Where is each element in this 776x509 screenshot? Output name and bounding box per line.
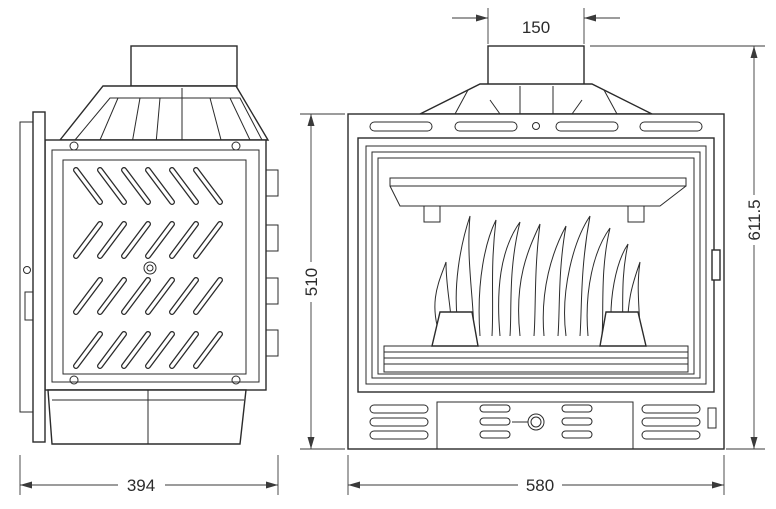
flame-stroke — [478, 219, 497, 337]
front-glass — [377, 157, 695, 375]
side-flue-collar — [130, 45, 238, 87]
side-base — [47, 389, 247, 445]
front-view — [347, 45, 725, 450]
vent-slot-inner — [146, 332, 174, 368]
air-control-knob — [527, 413, 545, 431]
flame-stroke — [542, 225, 567, 337]
vent-slot-inner — [170, 332, 198, 368]
vent-slot-inner — [122, 332, 150, 368]
vent-slot-inner — [170, 168, 198, 204]
vent-slot-inner — [98, 332, 126, 368]
vent-slot-inner — [74, 278, 102, 314]
flame-stroke — [564, 215, 591, 337]
dim-flue-diameter-label: 150 — [522, 18, 550, 37]
front-grate — [383, 345, 689, 373]
vent-slot-inner — [98, 278, 126, 314]
dim-total-height-label: 611.5 — [745, 199, 764, 240]
front-firedog-right — [599, 311, 647, 347]
vent-slot-inner — [74, 332, 102, 368]
side-center-knob — [143, 261, 157, 275]
side-vent-slots — [73, 167, 223, 369]
front-top-vents — [369, 121, 703, 132]
vent-slot-inner — [194, 332, 222, 368]
front-flames — [434, 215, 641, 337]
dimension-lines — [19, 8, 765, 495]
flame-stroke — [455, 215, 475, 337]
vent-slot-inner — [146, 278, 174, 314]
vent-slot-inner — [194, 168, 222, 204]
vent-slot-inner — [170, 278, 198, 314]
dim-front-width-label: 580 — [526, 476, 554, 495]
vent-slot-inner — [146, 222, 174, 258]
vent-slot-inner — [170, 222, 198, 258]
flame-stroke — [518, 223, 541, 337]
flame-stroke — [627, 261, 641, 337]
vent-slot-inner — [146, 168, 174, 204]
front-flue-collar — [487, 45, 585, 87]
vent-slot-inner — [122, 222, 150, 258]
flame-stroke — [586, 227, 611, 337]
flame-stroke — [498, 221, 521, 337]
vent-slot-inner — [194, 222, 222, 258]
vent-slot-inner — [74, 168, 102, 204]
vent-slot-inner — [122, 168, 150, 204]
door-handle — [711, 249, 721, 281]
vent-slot-inner — [194, 278, 222, 314]
side-view — [19, 45, 279, 445]
vent-slot-inner — [98, 222, 126, 258]
vent-slot-inner — [122, 278, 150, 314]
vent-slot-inner — [74, 222, 102, 258]
side-front-frame — [32, 111, 46, 443]
vent-slot-inner — [98, 168, 126, 204]
front-firedog-left — [431, 311, 479, 347]
front-bottom-vents — [369, 401, 717, 450]
dim-front-height-label: 510 — [302, 268, 321, 296]
front-hood — [419, 83, 653, 115]
dim-side-depth-label: 394 — [127, 476, 155, 495]
